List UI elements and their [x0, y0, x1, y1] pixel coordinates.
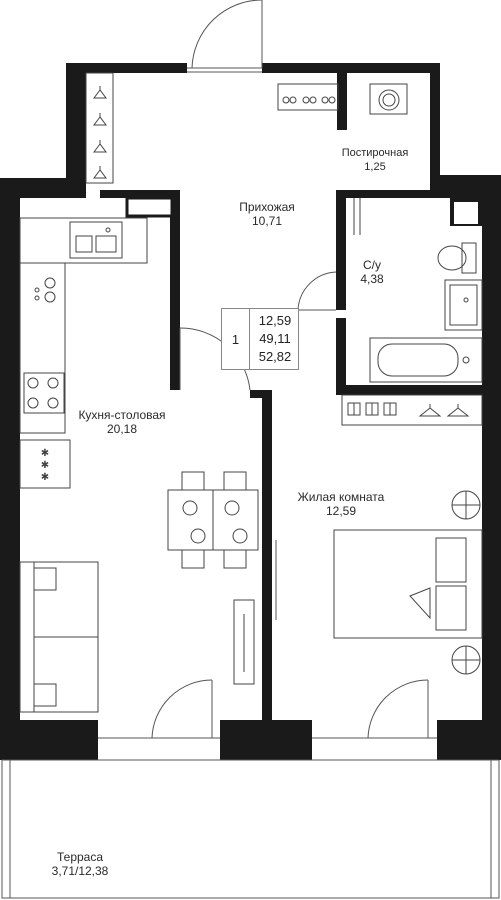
kitchen-balcony-door — [98, 679, 220, 739]
living-wardrobe — [341, 394, 483, 426]
area-values: 12,59 49,11 52,82 — [250, 312, 300, 366]
svg-text:✱: ✱ — [41, 472, 49, 483]
walls — [0, 63, 501, 760]
room-area: 4,38 — [360, 272, 384, 286]
sofa — [19, 561, 99, 713]
living-area-value: 12,59 — [258, 313, 292, 328]
room-name: Терраса — [56, 850, 104, 864]
room-area: 1,25 — [364, 161, 386, 173]
bathroom-fixtures — [297, 198, 483, 383]
room-name: Постирочная — [341, 147, 409, 159]
area-summary-box: 1 12,59 49,11 52,82 — [221, 308, 299, 370]
room-area: 20,18 — [106, 422, 138, 436]
room-label-kitchen: Кухня-столовая 20,18 — [72, 408, 172, 436]
hallway-wardrobe — [85, 72, 114, 184]
svg-text:✱: ✱ — [41, 460, 49, 471]
room-name: С/у — [363, 258, 381, 272]
rooms-count: 1 — [222, 309, 250, 369]
total-area-value: 49,11 — [259, 331, 291, 346]
room-name: Жилая комната — [297, 490, 385, 504]
washing-machine — [369, 83, 408, 115]
shoe-rack — [277, 83, 339, 111]
total-with-terrace-value: 52,82 — [258, 349, 292, 364]
tv-stand — [233, 599, 255, 685]
room-name: Кухня-столовая — [78, 408, 166, 422]
room-area: 10,71 — [251, 214, 283, 228]
room-label-hallway: Прихожая 10,71 — [222, 200, 312, 228]
room-name: Прихожая — [239, 200, 295, 214]
terrace-outline — [1, 759, 500, 899]
room-label-bathroom: С/у 4,38 — [350, 258, 394, 286]
kitchen-counter: ✱ ✱ ✱ — [19, 217, 148, 489]
dining-table — [167, 471, 259, 569]
svg-text:✱: ✱ — [41, 448, 49, 459]
entrance-door — [187, 0, 263, 73]
room-area: 3,71/12,38 — [51, 864, 109, 878]
living-balcony-door — [312, 679, 437, 739]
bed — [333, 490, 483, 675]
room-area: 12,59 — [325, 504, 357, 518]
room-label-living: Жилая комната 12,59 — [286, 490, 396, 518]
room-label-storage: Постирочная 1,25 — [335, 146, 415, 174]
room-label-terrace: Терраса 3,71/12,38 — [40, 850, 120, 878]
